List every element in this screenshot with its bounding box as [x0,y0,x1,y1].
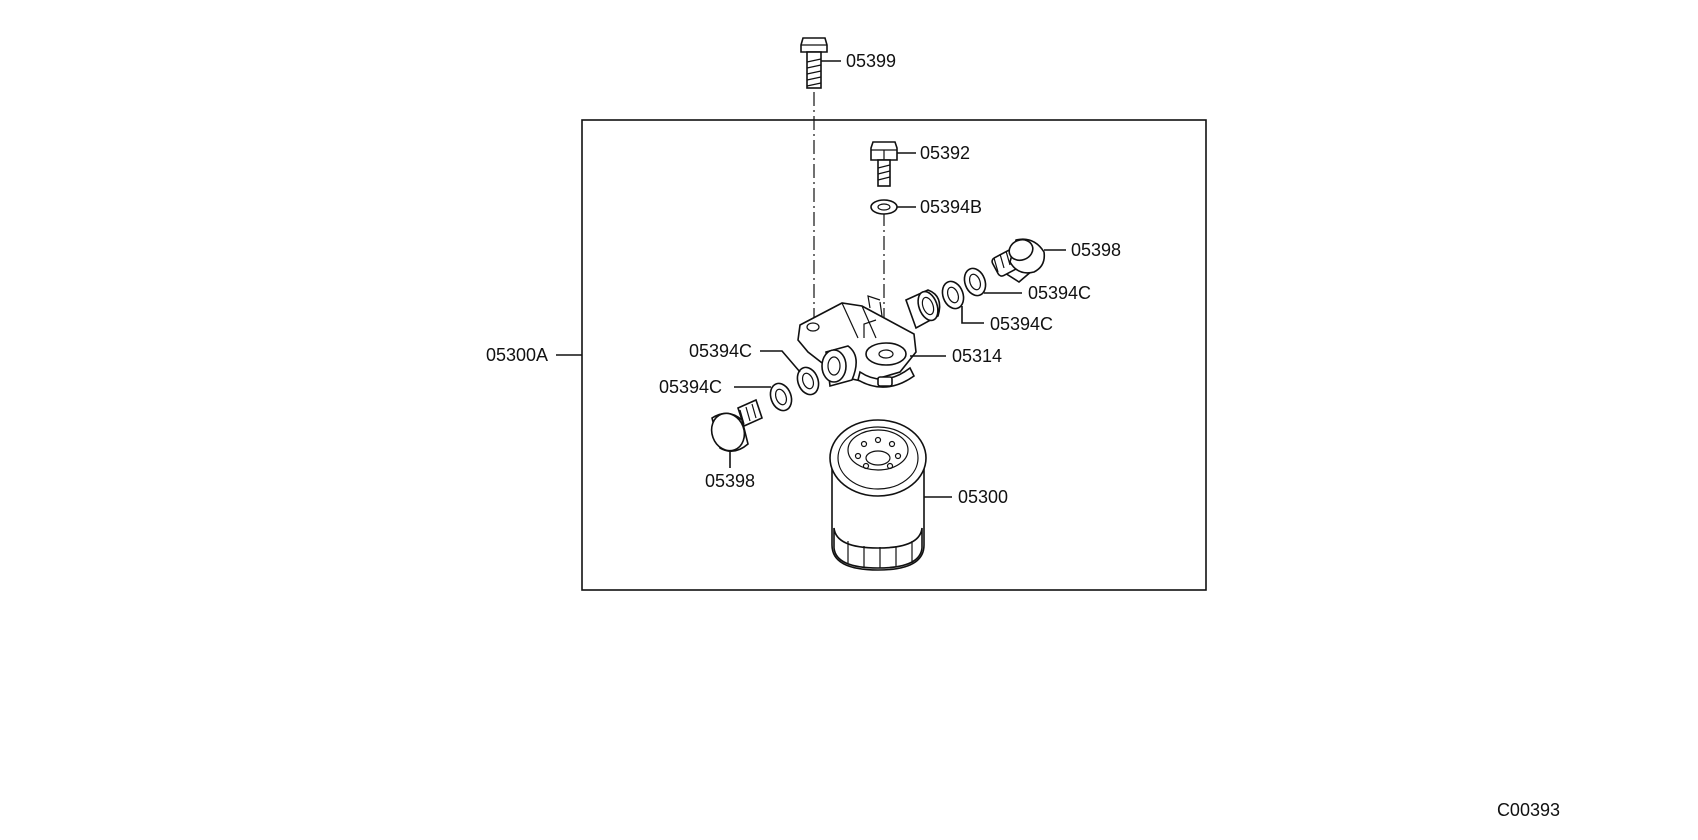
label-washer-right-inner: 05394C [990,314,1053,334]
banjo-bolt-left[interactable] [706,398,763,455]
washer-left-upper[interactable] [794,364,822,397]
label-bolt-small: 05392 [920,143,970,163]
label-washer-small: 05394B [920,197,982,217]
bolt-top[interactable] [800,37,828,89]
label-filter-cartridge: 05300 [958,487,1008,507]
washer-small[interactable] [870,199,898,215]
filter-cartridge[interactable] [829,419,927,571]
banjo-bolt-right[interactable] [991,236,1046,283]
leader-washer-left-upper [760,350,801,373]
assembly-label: 05300A [486,345,548,365]
label-washer-left-lower: 05394C [659,377,722,397]
label-banjo-bolt-left: 05398 [705,471,755,491]
leader-washer-right-inner [961,306,984,324]
figure-code: C00393 [1497,800,1560,820]
label-bolt-top: 05399 [846,51,896,71]
label-banjo-bolt-right: 05398 [1071,240,1121,260]
bolt-small[interactable] [870,141,898,187]
washer-right-inner[interactable] [939,278,967,311]
washer-left-lower[interactable] [767,380,795,413]
label-washer-left-upper: 05394C [689,341,752,361]
filter-head[interactable] [797,289,942,388]
label-filter-head: 05314 [952,346,1002,366]
washer-right-outer[interactable] [961,265,989,298]
label-washer-right-outer: 05394C [1028,283,1091,303]
